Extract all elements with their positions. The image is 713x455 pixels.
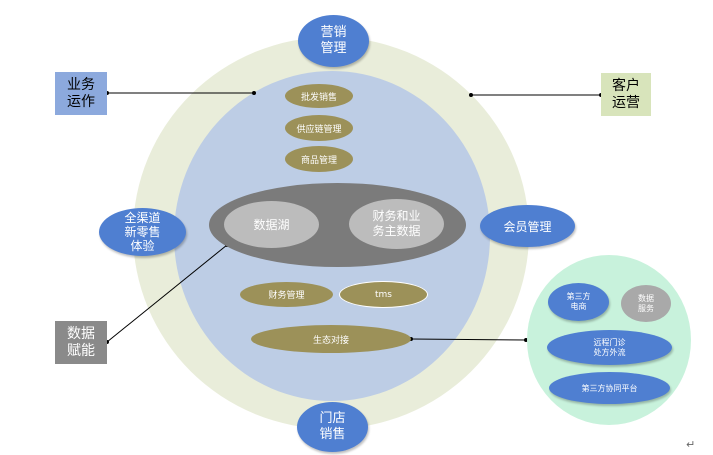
tms-module[interactable]: tms <box>339 281 428 308</box>
goods-module[interactable]: 商品管理 <box>285 146 353 172</box>
data-lake-node[interactable]: 数据湖 <box>224 201 319 248</box>
remote-clinic-node[interactable]: 远程门诊 处方外流 <box>547 330 672 365</box>
member-management-node[interactable]: 会员管理 <box>480 205 575 247</box>
collab-platform-node[interactable]: 第三方协同平台 <box>549 372 670 404</box>
data-service-node[interactable]: 数据 服务 <box>621 285 671 322</box>
wholesale-module[interactable]: 批发销售 <box>285 84 353 108</box>
ecosystem-module[interactable]: 生态对接 <box>251 325 411 353</box>
customer-ops-box: 客户 运营 <box>601 73 651 116</box>
master-data-node[interactable]: 财务和业 务主数据 <box>349 199 444 249</box>
data-enable-connector <box>106 244 228 343</box>
marketing-management-node[interactable]: 营销 管理 <box>298 15 369 67</box>
finance-module[interactable]: 财务管理 <box>240 282 333 307</box>
supply-chain-module[interactable]: 供应链管理 <box>285 115 353 141</box>
omnichannel-retail-node[interactable]: 全渠道 新零售 体验 <box>99 208 186 256</box>
third-party-ecommerce-node[interactable]: 第三方 电商 <box>548 283 609 321</box>
data-enable-box: 数据 赋能 <box>55 321 107 364</box>
ecosystem-connector <box>410 338 527 341</box>
end-of-line-mark: ↵ <box>686 438 696 451</box>
store-sales-node[interactable]: 门店 销售 <box>297 402 368 452</box>
business-ops-box: 业务 运作 <box>55 72 107 115</box>
